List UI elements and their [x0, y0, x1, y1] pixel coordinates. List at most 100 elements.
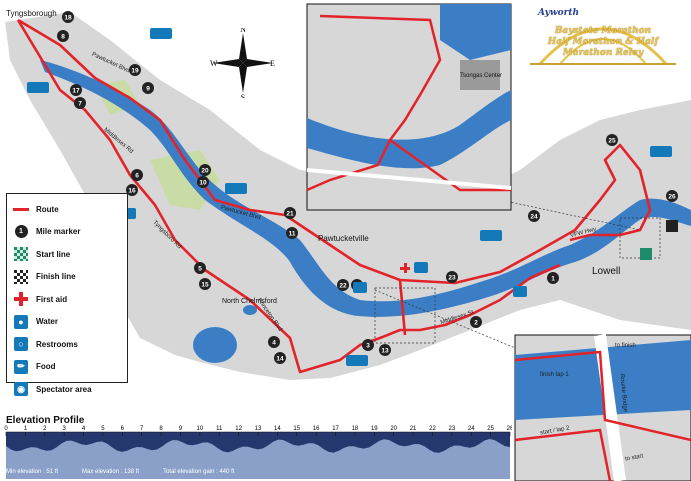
elevation-tick-label: 19 [371, 426, 378, 432]
mile-marker-18: 18 [62, 11, 74, 23]
place-pawtucketville: Pawtucketville [318, 234, 369, 243]
start-line-icon [640, 248, 652, 260]
inset-callout-box [374, 287, 436, 344]
svg-text:5: 5 [198, 266, 202, 273]
svg-text:6: 6 [135, 173, 139, 180]
finish-line-icon [14, 269, 28, 284]
elevation-tick-label: 9 [179, 426, 183, 432]
pond [243, 305, 257, 315]
min-elevation: Min elevation : 51 ft [6, 469, 59, 475]
restroom-badge [414, 262, 428, 273]
svg-text:15: 15 [201, 282, 209, 289]
mile-marker-22: 22 [337, 279, 349, 291]
mile-marker-13: 13 [379, 344, 391, 356]
place-tyngsborough: Tyngsborough [6, 9, 57, 18]
svg-text:9: 9 [146, 86, 150, 93]
water-restroom-badge [225, 183, 247, 194]
water-badge [353, 282, 367, 293]
elevation-tick-label: 16 [313, 426, 320, 432]
finish-line-icon [666, 220, 678, 232]
race-logo [530, 27, 676, 66]
mile-marker-20: 20 [199, 164, 211, 176]
svg-text:7: 7 [78, 101, 82, 108]
elevation-tick-label: 13 [255, 426, 262, 432]
race-title: Baystate Marathon Half Marathon & Half M… [547, 26, 659, 58]
elevation-tick-label: 25 [487, 426, 494, 432]
svg-text:26: 26 [668, 194, 676, 201]
race-route [16, 18, 652, 374]
mile-marker-16: 16 [126, 184, 138, 196]
start-line-icon [14, 247, 28, 262]
place-tsongas: Tsongas Center [460, 73, 503, 79]
svg-text:11: 11 [289, 231, 296, 238]
legend-restrooms: ○Restrooms [13, 333, 121, 356]
mile-marker-9: 9 [142, 82, 154, 94]
compass-n: N [240, 28, 246, 34]
first-aid-icon [400, 263, 410, 273]
elevation-tick-label: 15 [293, 426, 300, 432]
sponsor-logo: Ayworth [538, 8, 580, 18]
elevation-tick-label: 11 [216, 426, 223, 432]
svg-text:24: 24 [530, 214, 538, 221]
mile-marker-1: 1 [547, 272, 559, 284]
elevation-tick-label: 22 [429, 426, 436, 432]
total-elevation-gain: Total elevation gain : 440 ft [163, 469, 235, 475]
compass-e: E [270, 59, 275, 68]
mile-marker-17: 17 [70, 84, 82, 96]
route-connector [398, 279, 407, 336]
svg-text:13: 13 [381, 348, 389, 355]
legend-first-aid: First aid [13, 288, 121, 311]
mile-marker-4: 4 [268, 336, 280, 348]
mile-marker-icon: 1 [14, 225, 28, 239]
elevation-tick-label: 1 [24, 426, 28, 432]
legend-food: ✏Food [13, 356, 121, 379]
svg-text:20: 20 [201, 168, 209, 175]
mile-marker-15: 15 [199, 278, 211, 290]
merrimack-river [40, 60, 691, 317]
elevation-tick-label: 10 [197, 426, 204, 432]
elevation-tick-label: 4 [82, 426, 86, 432]
svg-text:1: 1 [551, 276, 555, 283]
elevation-tick-label: 6 [121, 426, 125, 432]
mile-marker-6: 6 [131, 169, 143, 181]
mile-marker-5: 5 [194, 262, 206, 274]
svg-text:21: 21 [286, 211, 294, 218]
water-restroom-badge [346, 355, 368, 366]
first-aid-icon [14, 292, 28, 307]
svg-text:16: 16 [128, 188, 136, 195]
elevation-tick-label: 12 [235, 426, 242, 432]
svg-text:19: 19 [131, 68, 139, 75]
spectator-icon: ◉ [14, 382, 28, 397]
mile-marker-21: 21 [284, 207, 296, 219]
svg-text:25: 25 [608, 138, 616, 145]
mile-marker-25: 25 [606, 134, 618, 146]
svg-text:18: 18 [64, 15, 72, 22]
elevation-tick-label: 14 [274, 426, 281, 432]
elevation-tick-label: 7 [140, 426, 144, 432]
elevation-tick-label: 18 [352, 426, 359, 432]
mile-marker-26: 26 [666, 190, 678, 202]
mile-marker-7: 7 [74, 97, 86, 109]
svg-text:3: 3 [366, 343, 370, 350]
svg-text:23: 23 [448, 275, 456, 282]
place-lowell: Lowell [592, 266, 621, 277]
mile-marker-8: 8 [57, 30, 69, 42]
water-restroom-badge [27, 82, 49, 93]
mile-marker-3: 3 [362, 339, 374, 351]
svg-text:17: 17 [72, 88, 80, 95]
svg-text:22: 22 [339, 283, 347, 290]
elevation-tick-label: 5 [101, 426, 105, 432]
compass-w: W [210, 59, 218, 68]
water-icon: ● [14, 314, 28, 329]
svg-text:4: 4 [272, 340, 276, 347]
legend-spectator: ◉Spectator area [13, 378, 121, 401]
elevation-tick-label: 20 [390, 426, 397, 432]
food-icon: ✏ [14, 359, 28, 374]
svg-text:2: 2 [474, 320, 478, 327]
mile-marker-19: 19 [129, 64, 141, 76]
legend-water: ●Water [13, 311, 121, 334]
compass-rose-icon: N S W E [210, 28, 275, 98]
